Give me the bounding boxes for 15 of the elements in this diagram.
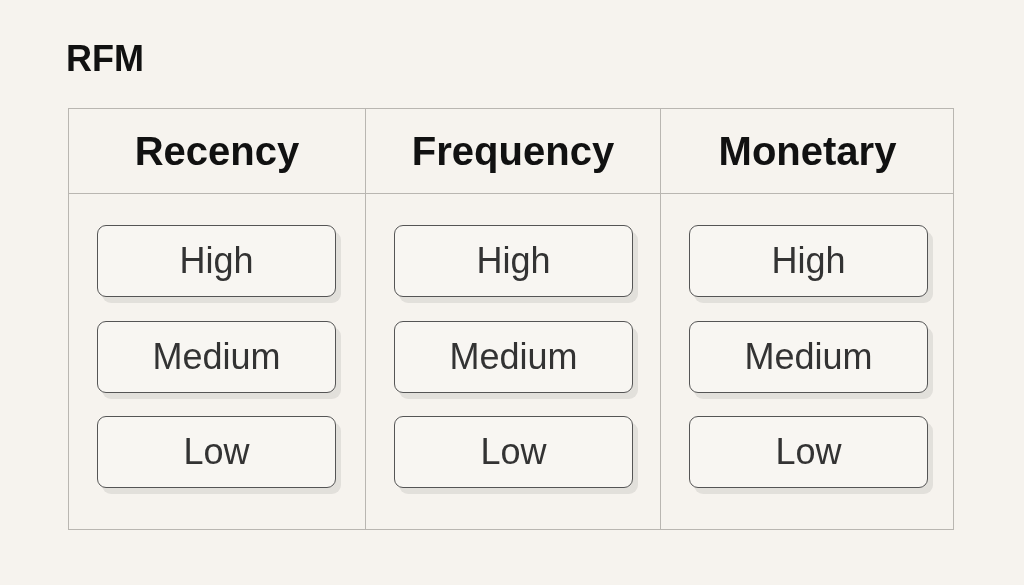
column-heading: Monetary bbox=[718, 128, 897, 174]
level-box: High bbox=[97, 225, 336, 297]
level-box: High bbox=[394, 225, 633, 297]
column-heading: Frequency bbox=[411, 128, 615, 174]
level-box: Medium bbox=[394, 321, 633, 393]
level-box: Low bbox=[97, 416, 336, 488]
column-heading: Recency bbox=[134, 128, 300, 174]
table-column bbox=[365, 109, 660, 529]
level-box: Low bbox=[689, 416, 928, 488]
level-box: Medium bbox=[97, 321, 336, 393]
table-column bbox=[660, 109, 954, 529]
level-box: High bbox=[689, 225, 928, 297]
level-box: Medium bbox=[689, 321, 928, 393]
level-box: Low bbox=[394, 416, 633, 488]
diagram-title: RFM bbox=[66, 38, 144, 80]
